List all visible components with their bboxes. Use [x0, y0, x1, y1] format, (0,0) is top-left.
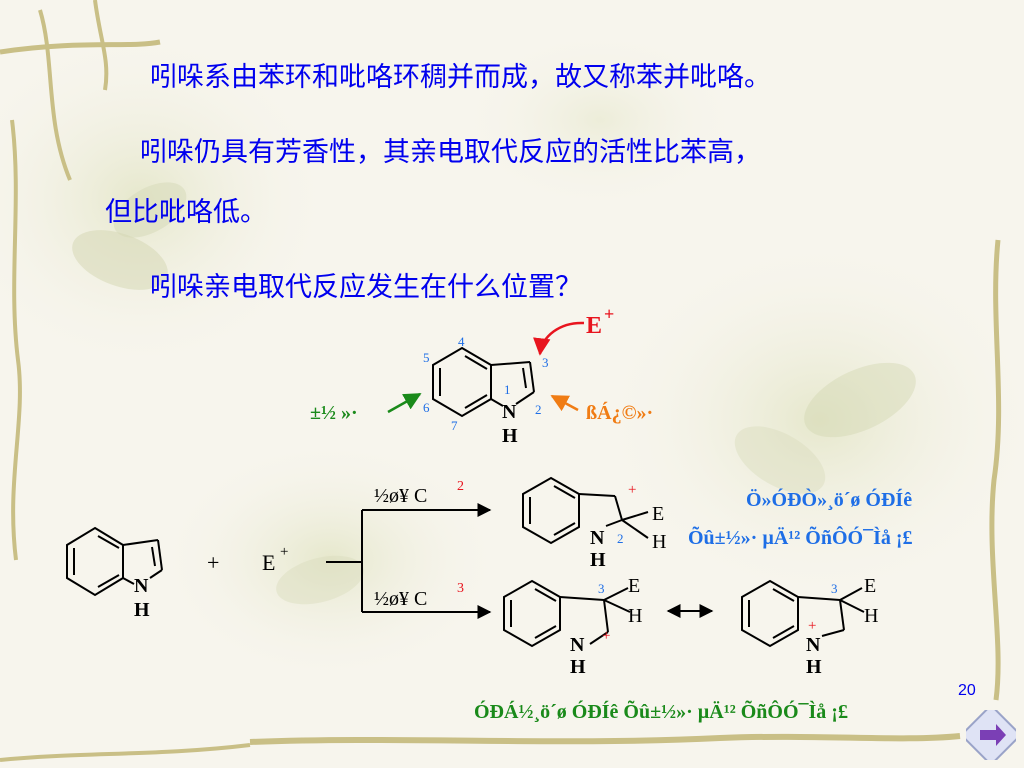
- c3a-n-label: N: [570, 634, 585, 656]
- electrophile-label: E: [586, 313, 602, 339]
- c2-attack-sup: 2: [457, 479, 464, 494]
- position-5: 5: [423, 350, 430, 365]
- c2-h-label: H: [652, 531, 666, 553]
- c3a-nh-label: H: [570, 656, 586, 678]
- numbered-indole-structure: [432, 346, 535, 418]
- c2-attack-label: ½ø¥ C: [374, 485, 427, 507]
- reagent-label: E: [262, 550, 275, 575]
- c3-resonance-1-structure: [503, 579, 631, 648]
- electrophile-charge: +: [604, 304, 614, 324]
- next-slide-button[interactable]: [966, 710, 1016, 760]
- position-7: 7: [451, 418, 458, 433]
- c3b-e-label: E: [864, 575, 876, 597]
- reagent-charge: +: [280, 544, 288, 560]
- c3a-charge: +: [602, 628, 610, 644]
- pyrrole-ring-label: ßÁ¿©»·: [586, 401, 653, 424]
- position-3: 3: [542, 355, 549, 370]
- c2-n-label: N: [590, 527, 605, 549]
- pyrrole-ring-arrow: [550, 394, 579, 412]
- c3b-nh-label: H: [806, 656, 822, 678]
- position-2: 2: [535, 402, 542, 417]
- c3b-n-label: N: [806, 634, 821, 656]
- reactant-h-label: H: [134, 599, 150, 621]
- reactant-n-label: N: [134, 575, 149, 597]
- benzene-ring-label: ±½ »·: [310, 402, 358, 424]
- position-1: 1: [504, 382, 511, 397]
- c2-nh-label: H: [590, 549, 606, 571]
- c2-intermediate-structure: [522, 476, 649, 545]
- intro-line-3: 但比吡咯低。: [105, 197, 267, 228]
- benzene-ring-arrow: [387, 392, 422, 414]
- c3b-position: 3: [831, 581, 838, 596]
- electrophile-arrow: [533, 321, 585, 356]
- intro-line-2: 吲哚仍具有芳香性，其亲电取代反应的活性比苯高，: [140, 137, 761, 168]
- c2-note-line-1: Ö»ÓÐÒ»¸ö´ø ÓÐÍê: [746, 487, 912, 511]
- c2-position: 2: [617, 531, 624, 546]
- position-6: 6: [423, 400, 430, 415]
- c3-attack-label: ½ø¥ C: [374, 588, 427, 610]
- c3-note: ÓÐÁ½¸ö´ø ÓÐÍê Õû±½»· µÄ¹² ÕñÔÓ¯Ìå ¡£: [474, 699, 848, 723]
- c3b-charge: +: [808, 618, 816, 634]
- page-number: 20: [958, 682, 976, 699]
- c2-e-label: E: [652, 503, 664, 525]
- reactant-indole-structure: [66, 526, 163, 597]
- plus-sign: +: [207, 550, 219, 575]
- next-arrow-icon: [980, 724, 1006, 746]
- c3a-position: 3: [598, 581, 605, 596]
- c3a-h-label: H: [628, 605, 642, 627]
- c3a-e-label: E: [628, 575, 640, 597]
- c3-attack-sup: 3: [457, 581, 464, 596]
- c3-resonance-2-structure: [741, 579, 865, 648]
- c3b-h-label: H: [864, 605, 878, 627]
- intro-line-1: 吲哚系由苯环和吡咯环稠并而成，故又称苯并吡咯。: [150, 62, 771, 93]
- c2-note-line-2: Õû±½»· µÄ¹² ÕñÔÓ¯Ìå ¡£: [688, 525, 913, 549]
- c2-charge: +: [628, 482, 636, 498]
- intro-line-4: 吲哚亲电取代反应发生在什么位置？: [150, 272, 582, 303]
- indole-h-label: H: [502, 425, 518, 447]
- branch-arrows: [326, 503, 492, 619]
- position-4: 4: [458, 334, 465, 349]
- indole-n-label: N: [502, 401, 517, 423]
